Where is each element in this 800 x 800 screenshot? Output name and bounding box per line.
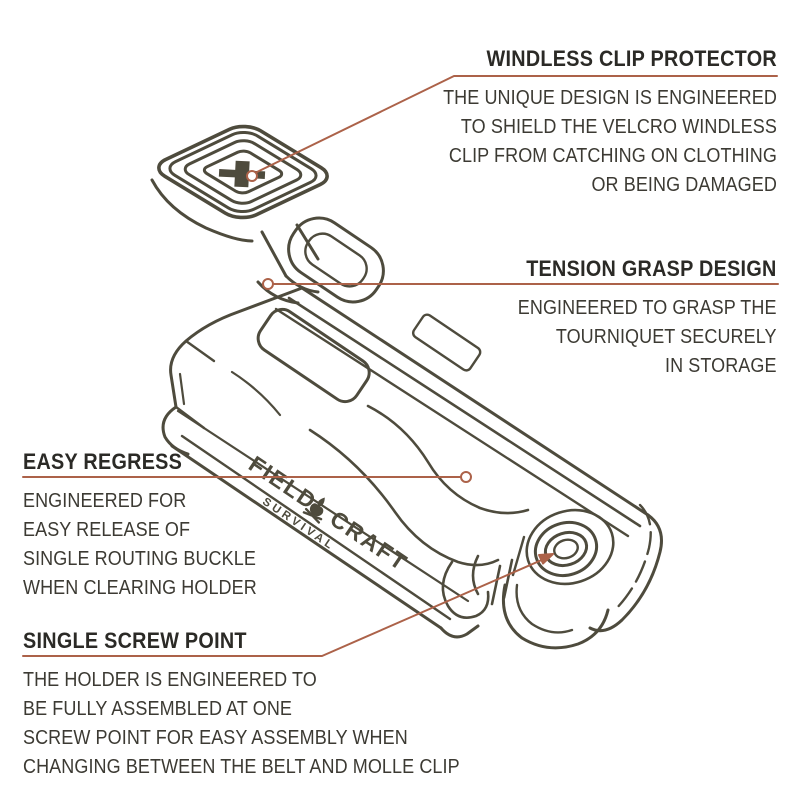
callout-line: TO SHIELD THE VELCRO WINDLESS — [460, 116, 777, 138]
callout-title: EASY REGRESS — [23, 449, 183, 474]
mount-tab — [501, 583, 610, 650]
callout-line: IN STORAGE — [665, 355, 777, 377]
callout-line: BE FULLY ASSEMBLED AT ONE — [23, 698, 293, 720]
callout-line: TOURNIQUET SECURELY — [556, 326, 777, 348]
window-cutout — [253, 304, 375, 407]
callout-line: EASY RELEASE OF — [23, 519, 191, 541]
velcro-roll — [278, 207, 394, 313]
callout-line: OR BEING DAMAGED — [591, 174, 777, 196]
circle-endpoint-icon — [246, 170, 258, 182]
routing-buckle — [441, 554, 514, 619]
brand-word-craft: CRAFT — [325, 505, 412, 576]
campfire-icon — [302, 497, 325, 524]
circle-endpoint-icon — [460, 471, 472, 483]
clip-protector-plate — [150, 122, 336, 223]
callout-line: SCREW POINT FOR EASY ASSEMBLY WHEN — [23, 727, 408, 749]
arrowhead-icon — [538, 553, 554, 565]
callout-line: WHEN CLEARING HOLDER — [23, 577, 257, 599]
callout-line: CLIP FROM CATCHING ON CLOTHING — [448, 145, 777, 167]
callout-single-screw-point: SINGLE SCREW POINT THE HOLDER IS ENGINEE… — [23, 628, 460, 782]
callout-tension-grasp-design: TENSION GRASP DESIGN ENGINEERED TO GRASP… — [518, 256, 777, 381]
cross-icon — [218, 160, 266, 188]
callout-easy-regress: EASY REGRESS ENGINEERED FOR EASY RELEASE… — [23, 449, 257, 603]
tourniquet-holder-drawing — [150, 122, 663, 650]
callout-line: SINGLE ROUTING BUCKLE — [23, 548, 256, 570]
right-end-cap — [588, 503, 663, 633]
callout-line: ENGINEERED FOR — [23, 490, 187, 512]
leader-windless-clip — [256, 75, 778, 173]
callout-windless-clip-protector: WINDLESS CLIP PROTECTOR THE UNIQUE DESIG… — [443, 46, 777, 200]
circle-endpoint-icon — [262, 278, 274, 290]
brand-logo: FIELD CRAFT SURVIVAL — [244, 451, 413, 577]
callout-line: ENGINEERED TO GRASP THE — [518, 297, 777, 319]
screw-boss — [511, 508, 615, 586]
plate-thickness-edge — [150, 178, 254, 243]
latch-detail — [411, 313, 482, 373]
callout-title: TENSION GRASP DESIGN — [526, 256, 777, 281]
callout-title: WINDLESS CLIP PROTECTOR — [486, 46, 777, 71]
callout-title: SINGLE SCREW POINT — [23, 628, 247, 653]
callout-line: THE HOLDER IS ENGINEERED TO — [23, 669, 317, 691]
callout-line: CHANGING BETWEEN THE BELT AND MOLLE CLIP — [23, 756, 460, 778]
leader-single-screw — [22, 558, 545, 657]
callout-line: THE UNIQUE DESIGN IS ENGINEERED — [443, 87, 777, 109]
